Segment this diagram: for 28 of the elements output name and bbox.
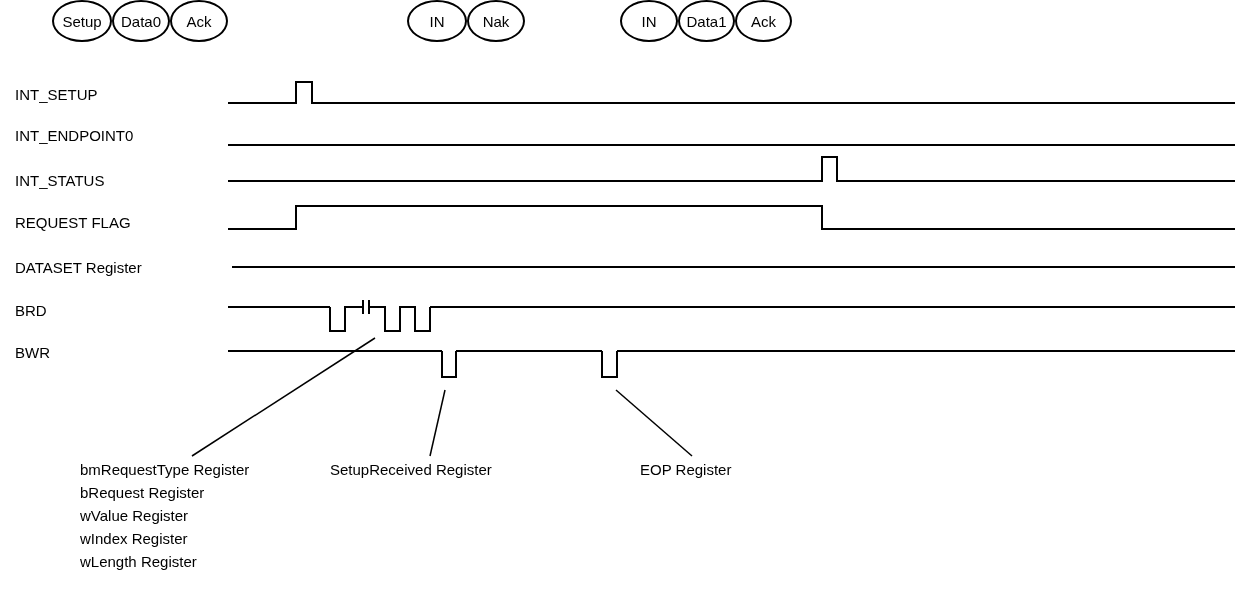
packet-oval: IN [407, 0, 467, 42]
signal-label: REQUEST FLAG [15, 214, 131, 232]
register-label: wIndex Register [80, 529, 189, 549]
register-label: bmRequestType Register [80, 460, 250, 480]
packet-oval: Nak [467, 0, 525, 42]
leader-line [615, 389, 693, 457]
signal-label: BWR [15, 344, 50, 362]
leader-line [191, 337, 376, 457]
packet-oval: Setup [52, 0, 112, 42]
signal-label: INT_SETUP [15, 86, 98, 104]
register-label: SetupReceived Register [330, 460, 492, 480]
signal-label: DATASET Register [15, 259, 142, 277]
packet-oval: IN [620, 0, 678, 42]
register-label: wLength Register [80, 552, 198, 572]
register-label: EOP Register [640, 460, 732, 480]
register-label: bRequest Register [80, 483, 206, 503]
packet-oval: Data1 [678, 0, 735, 42]
packet-oval: Ack [735, 0, 792, 42]
signal-label: BRD [15, 302, 47, 320]
register-label: wValue Register [80, 506, 190, 526]
write-pulse [441, 350, 457, 378]
signal-label: INT_ENDPOINT0 [15, 127, 134, 145]
write-pulse [601, 350, 618, 378]
signal-label: INT_STATUS [15, 172, 105, 190]
packet-oval: Data0 [112, 0, 170, 42]
leader-line [429, 389, 446, 457]
packet-oval: Ack [170, 0, 228, 42]
read-pulse [329, 299, 431, 332]
